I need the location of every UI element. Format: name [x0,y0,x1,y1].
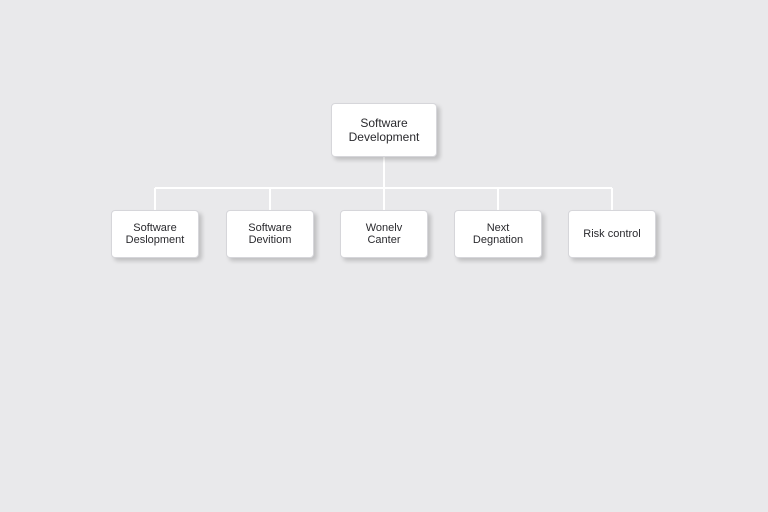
child-node-2[interactable]: Software Devitiom [226,210,314,258]
child-node-4[interactable]: Next Degnation [454,210,542,258]
child-node-5[interactable]: Risk control [568,210,656,258]
child-node-3[interactable]: Wonelv Canter [340,210,428,258]
root-node[interactable]: Software Development [331,103,437,157]
child-node-1[interactable]: Software Deslopment [111,210,199,258]
